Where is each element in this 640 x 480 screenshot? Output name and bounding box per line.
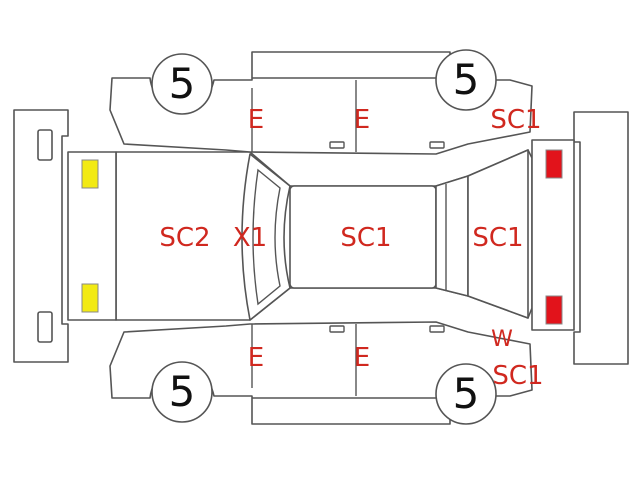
mark-left-rear-quarter: SC1 [490, 105, 541, 135]
mark-trunk: SC1 [472, 223, 523, 253]
mark-right-rear-door: E [354, 343, 370, 373]
mark-left-rear-door: E [354, 105, 370, 135]
rear-right-tire-number: 5 [453, 369, 480, 418]
front-right-tire: 5 [151, 361, 213, 423]
windshield-panel [241, 153, 291, 321]
rear-right-tire: 5 [435, 363, 497, 425]
mark-roof: SC1 [340, 223, 391, 253]
mark-windshield: X1 [233, 223, 267, 253]
mark-left-front-door: E [248, 105, 264, 135]
trunk-panel [467, 149, 529, 319]
red-lamp-icon [545, 295, 563, 325]
mark-right-rear-quarter-w: W [491, 327, 513, 352]
mark-right-rear-quarter-sc: SC1 [492, 361, 543, 391]
yellow-lamp-icon [81, 159, 99, 189]
rear-bumper [573, 111, 629, 365]
yellow-lamp-icon [81, 283, 99, 313]
front-right-tire-number: 5 [169, 367, 196, 416]
front-bumper [13, 109, 69, 363]
rear-left-tire-number: 5 [453, 55, 480, 104]
front-left-tire-number: 5 [169, 59, 196, 108]
mark-hood: SC2 [159, 223, 210, 253]
front-left-tire: 5 [151, 53, 213, 115]
rear-left-tire: 5 [435, 49, 497, 111]
red-lamp-icon [545, 149, 563, 179]
mark-right-front-door: E [248, 343, 264, 373]
rear-window-panel [435, 175, 469, 297]
